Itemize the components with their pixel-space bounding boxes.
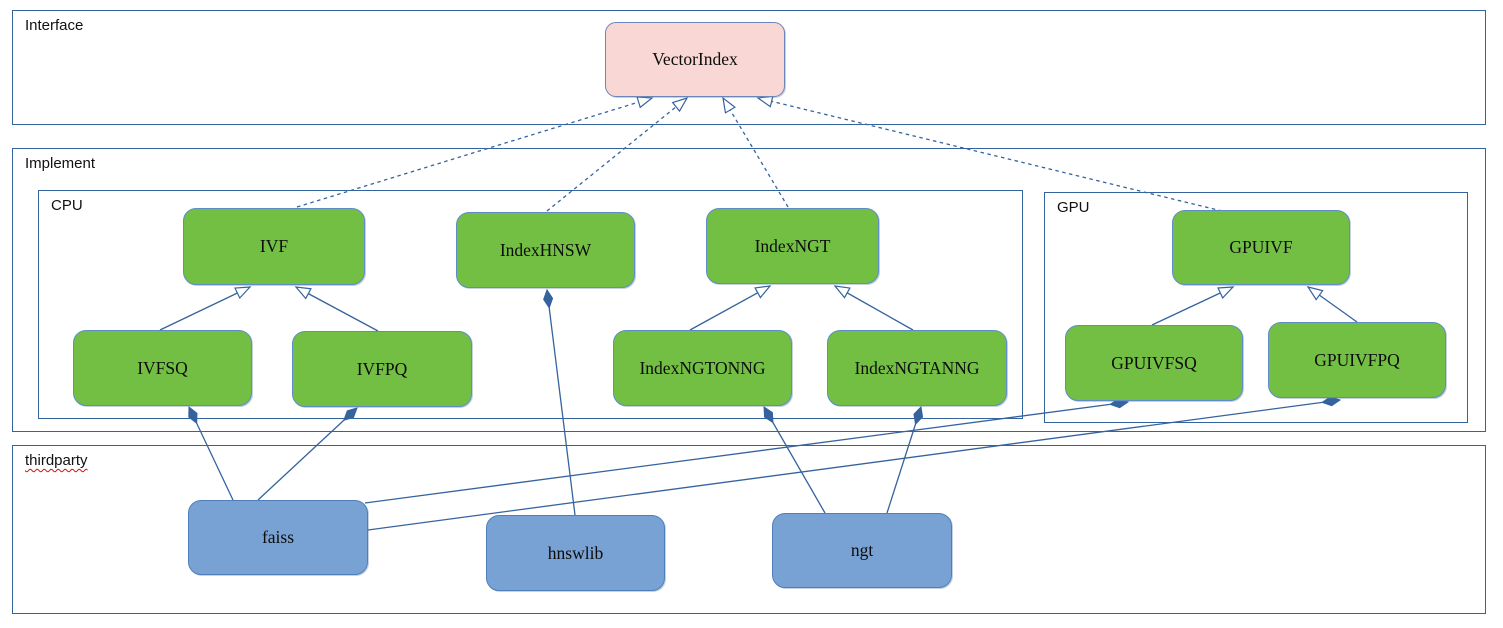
node-gpuivfsq-label: GPUIVFSQ: [1111, 352, 1197, 373]
section-cpu: CPU: [38, 190, 1023, 419]
node-indexngtonng-label: IndexNGTONNG: [639, 357, 766, 378]
edge-generalization-ivfsq-ivf: [159, 286, 252, 331]
edge-composition-faiss-ivfsq: [189, 407, 234, 501]
node-hnswlib-label: hnswlib: [547, 542, 604, 563]
node-indexngt: IndexNGT: [706, 208, 879, 284]
edge-composition-faiss-ivfpq: [257, 408, 357, 501]
node-ivfsq: IVFSQ: [73, 330, 252, 406]
node-indexngtanng: IndexNGTANNG: [827, 330, 1007, 406]
node-gpuivfpq-label: GPUIVFPQ: [1314, 349, 1400, 370]
edge-generalization-gpuivfpq-gpuivf: [1306, 286, 1358, 323]
node-vectorindex: VectorIndex: [605, 22, 785, 97]
section-thirdparty: thirdparty: [12, 445, 1486, 614]
section-cpu-label: CPU: [51, 197, 83, 214]
edge-generalization-indexngtanng-indexngt: [833, 285, 914, 331]
section-interface: Interface: [12, 10, 1486, 125]
edge-realization-indexngt-vectorindex: [722, 96, 789, 208]
edge-generalization-ivfpq-ivf: [294, 286, 379, 332]
node-gpuivfsq: GPUIVFSQ: [1065, 325, 1243, 401]
node-ivf: IVF: [183, 208, 365, 285]
section-gpu: GPU: [1044, 192, 1468, 423]
node-faiss-label: faiss: [261, 527, 295, 547]
section-interface-label: Interface: [25, 17, 84, 34]
edge-generalization-indexngtonng-indexngt: [689, 285, 772, 331]
section-thirdparty-label: thirdparty: [25, 452, 88, 469]
edge-generalization-gpuivfsq-gpuivf: [1151, 286, 1235, 326]
node-ngt: ngt: [772, 513, 952, 588]
edge-realization-indexhnsw-vectorindex: [546, 96, 689, 212]
node-gpuivf-label: GPUIVF: [1229, 237, 1293, 257]
node-ivfpq-label: IVFPQ: [356, 358, 408, 379]
node-indexngtanng-label: IndexNGTANNG: [854, 357, 980, 378]
section-implement: Implement: [12, 148, 1486, 432]
node-hnswlib: hnswlib: [486, 515, 665, 591]
node-gpuivf: GPUIVF: [1172, 210, 1350, 285]
node-vectorindex-label: VectorIndex: [652, 49, 738, 69]
node-ivfsq-label: IVFSQ: [137, 357, 188, 378]
node-indexngtonng: IndexNGTONNG: [613, 330, 792, 406]
node-indexhnsw-label: IndexHNSW: [499, 239, 592, 260]
edge-realization-ivf-vectorindex: [296, 96, 654, 208]
node-faiss: faiss: [188, 500, 368, 575]
node-ngt-label: ngt: [850, 540, 874, 560]
section-gpu-label: GPU: [1057, 199, 1090, 216]
node-indexngt-label: IndexNGT: [754, 235, 831, 256]
section-implement-label: Implement: [25, 155, 96, 172]
node-ivf-label: IVF: [259, 236, 289, 256]
node-indexhnsw: IndexHNSW: [456, 212, 635, 288]
edge-composition-ngt-indexngtanng: [886, 407, 921, 514]
edge-composition-ngt-indexngtonng: [763, 407, 826, 514]
edge-composition-faiss-gpuivfpq: [367, 400, 1340, 531]
node-ivfpq: IVFPQ: [292, 331, 472, 407]
edge-composition-hnswlib-indexhnsw: [547, 290, 576, 516]
node-gpuivfpq: GPUIVFPQ: [1268, 322, 1446, 398]
